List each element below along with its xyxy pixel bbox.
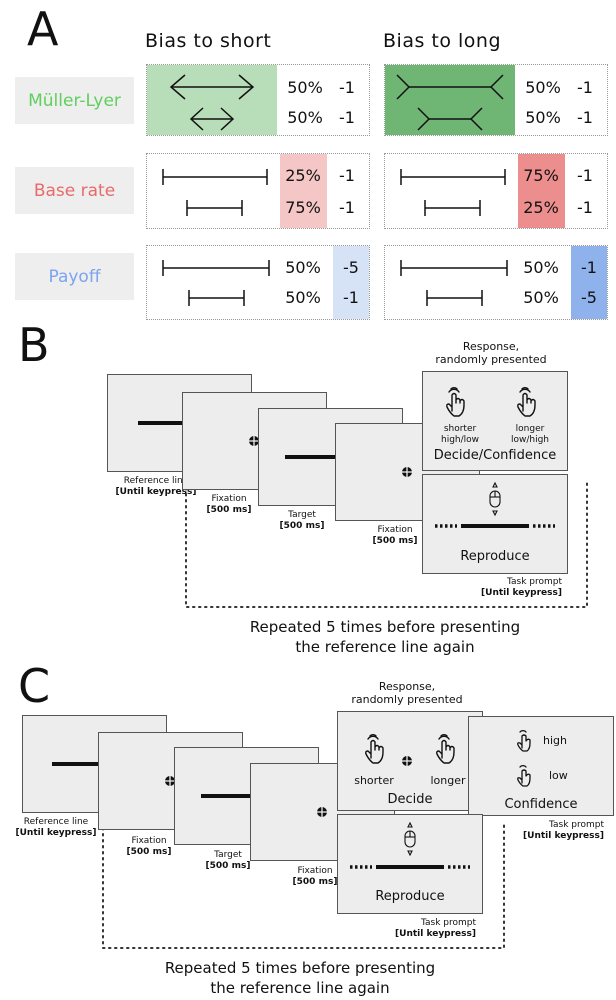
ml-long-val-1: -1	[577, 77, 593, 97]
b-screen-reproduce[interactable]: Reproduce	[422, 474, 568, 574]
pay-short-pct-2: 50%	[285, 287, 321, 307]
panel-c-bracket	[102, 821, 505, 949]
b-shorter-label[interactable]: shorter high/low	[440, 424, 480, 445]
pay-long-shade	[571, 246, 607, 319]
b-reference-line	[138, 421, 218, 425]
col-header-long: Bias to long	[383, 30, 502, 52]
row-label-base-rate: Base rate	[15, 167, 134, 214]
b-reproduce-label: Reproduce	[460, 549, 530, 564]
br-long-shade	[518, 154, 565, 228]
c-screen-reproduce[interactable]: Reproduce	[337, 814, 483, 914]
br-long-lines	[400, 169, 506, 216]
pay-short-val-2: -1	[343, 287, 359, 307]
br-short-shade	[280, 154, 327, 228]
ml-long-pct-1: 50%	[525, 77, 561, 97]
br-long-val-1: -1	[577, 165, 593, 185]
pay-long-lines	[400, 260, 508, 306]
c-repeated-note: Repeated 5 times before presenting the r…	[164, 959, 436, 997]
br-short-lines	[162, 169, 268, 216]
b-screen-decide[interactable]: shorter high/low longer low/high Decide/…	[422, 371, 568, 471]
br-long-val-2: -1	[577, 197, 593, 217]
c-cap-fixation-2: Fixation[500 ms]	[292, 866, 338, 887]
pay-long-box: 50% -1 50% -5	[384, 245, 608, 320]
c-screen-decide[interactable]: shorter longer Decide	[337, 711, 483, 811]
c-cap-task-prompt-2: Task prompt[Until keypress]	[523, 820, 604, 841]
pay-long-pct-2: 50%	[523, 287, 559, 307]
b-cap-fixation-1: Fixation[500 ms]	[206, 494, 252, 515]
c-cap-reference: Reference line[Until keypress]	[15, 817, 97, 838]
c-fixation-icon-decide	[401, 755, 413, 767]
pay-long-pct-1: 50%	[523, 257, 559, 277]
b-target-line	[285, 455, 345, 459]
b-decide-label: Decide/Confidence	[433, 448, 557, 463]
ml-short-pct-1: 50%	[287, 77, 323, 97]
ml-long-pct-2: 50%	[525, 107, 561, 127]
pay-long-val-1: -1	[581, 257, 597, 277]
b-cap-fixation-2: Fixation[500 ms]	[372, 525, 418, 546]
b-response-header: Response, randomly presented	[435, 340, 547, 366]
ml-short-figures	[169, 74, 255, 131]
row-label-payoff: Payoff	[15, 253, 134, 300]
c-confidence-label: Confidence	[504, 797, 578, 812]
c-reproduce-line[interactable]	[338, 815, 482, 913]
br-long-box: 75% -1 25% -1	[384, 153, 608, 229]
ml-short-val-2: -1	[339, 107, 355, 127]
b-cap-task-prompt: Task prompt[Until keypress]	[481, 577, 562, 598]
br-short-val-1: -1	[339, 165, 355, 185]
ml-long-shade	[385, 65, 515, 135]
ml-short-pct-2: 50%	[287, 107, 323, 127]
c-screen-confidence[interactable]: high low Confidence	[468, 716, 614, 816]
c-cap-task-prompt-1: Task prompt[Until keypress]	[395, 918, 476, 939]
c-hand-icon-high	[517, 729, 531, 752]
br-short-pct-1: 25%	[285, 165, 321, 185]
c-response-header: Response, randomly presented	[351, 680, 463, 706]
c-fixation-icon-1	[164, 775, 176, 787]
br-long-pct-1: 75%	[523, 165, 559, 185]
col-header-short: Bias to short	[145, 30, 272, 52]
c-hand-icon-low	[517, 764, 531, 787]
ml-long-box: 50% -1 50% -1	[384, 64, 608, 136]
row-label-muller-lyer: Müller-Lyer	[15, 77, 134, 124]
ml-long-figures	[396, 74, 504, 131]
pay-short-pct-1: 50%	[285, 257, 321, 277]
b-repeated-note: Repeated 5 times before presenting the r…	[249, 618, 521, 656]
pay-long-val-2: -5	[581, 287, 597, 307]
c-reference-line	[52, 762, 132, 766]
ml-short-shade	[147, 65, 277, 135]
ml-short-box: 50% -1 50% -1	[146, 64, 370, 136]
ml-long-val-2: -1	[577, 107, 593, 127]
panel-c-letter: C	[18, 659, 51, 713]
c-low-label[interactable]: low	[549, 769, 568, 782]
ml-short-val-1: -1	[339, 77, 355, 97]
pay-short-val-1: -5	[343, 257, 359, 277]
c-hand-icon-left	[365, 733, 384, 764]
b-longer-label[interactable]: longer low/high	[510, 424, 550, 445]
c-cap-target: Target[500 ms]	[205, 850, 251, 871]
c-cap-fixation-1: Fixation[500 ms]	[126, 836, 172, 857]
panel-b-letter: B	[18, 318, 50, 372]
br-short-pct-2: 75%	[285, 197, 321, 217]
c-fixation-icon-2	[316, 806, 328, 818]
br-long-pct-2: 25%	[523, 197, 559, 217]
c-shorter-label[interactable]: shorter	[354, 774, 394, 787]
c-longer-label[interactable]: longer	[430, 774, 466, 787]
b-cap-reference: Reference line[Until keypress]	[115, 476, 197, 497]
br-short-val-2: -1	[339, 197, 355, 217]
c-reproduce-label: Reproduce	[375, 889, 445, 904]
br-short-box: 25% -1 75% -1	[146, 153, 370, 229]
pay-short-box: 50% -5 50% -1	[146, 245, 370, 320]
c-high-label[interactable]: high	[543, 734, 567, 747]
pay-short-shade	[333, 246, 369, 319]
c-decide-label: Decide	[387, 792, 433, 807]
c-hand-icon-right	[436, 733, 455, 764]
panel-b-bracket	[185, 481, 588, 608]
panel-a-letter: A	[27, 2, 59, 56]
b-reproduce-line[interactable]	[423, 475, 567, 573]
pay-short-lines	[162, 260, 270, 306]
c-target-line	[201, 794, 261, 798]
b-cap-target: Target[500 ms]	[279, 510, 325, 531]
